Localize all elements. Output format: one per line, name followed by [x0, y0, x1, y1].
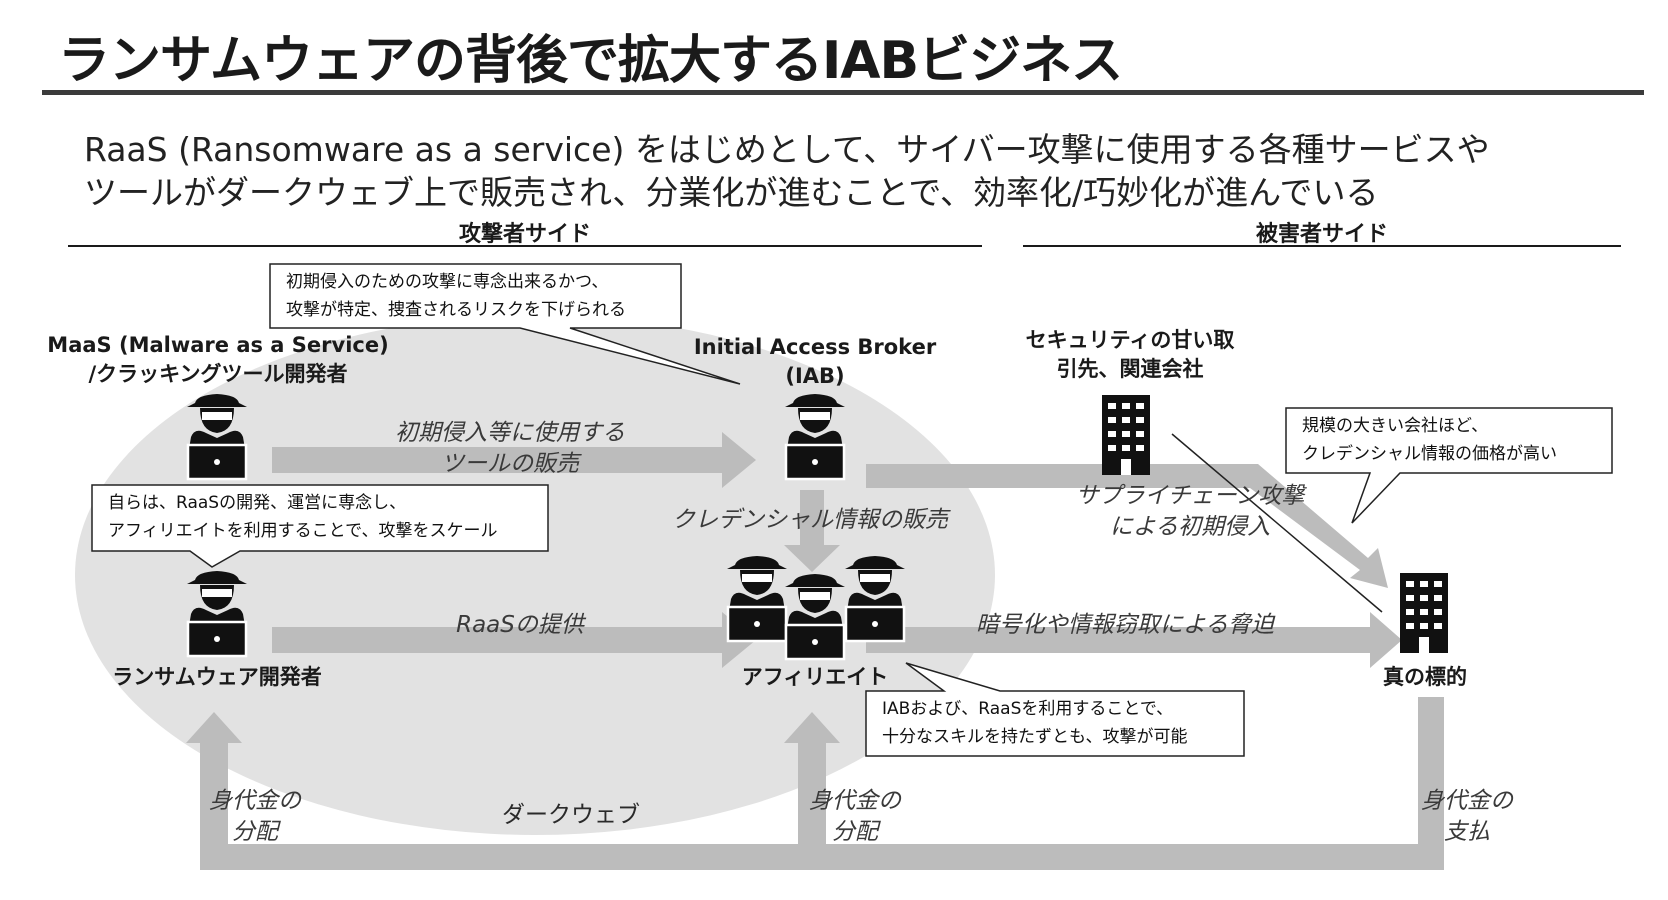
title-divider [42, 90, 1644, 95]
flow-dist-mid-line-1: 身代金の [809, 788, 901, 814]
node-target: 真の標的 [1383, 665, 1467, 689]
arrow-tool-sale [272, 432, 756, 488]
node-maas-line-1: MaaS (Malware as a Service) [47, 333, 389, 357]
page-title: ランサムウェアの背後で拡大するIABビジネス [58, 31, 1123, 91]
darkweb-label: ダークウェブ [502, 802, 640, 828]
node-maas-line-2: /クラッキングツール開発者 [88, 362, 348, 386]
flow-dist-left-line-2: 分配 [232, 819, 278, 845]
callout-shapes [91, 263, 1613, 757]
section-victim: 被害者サイド [1255, 222, 1388, 247]
office-building-icon [1400, 573, 1448, 653]
callout-iab-box [269, 263, 741, 385]
flow-credential-sale: クレデンシャル情報の販売 [672, 507, 948, 533]
flow-supply-chain-line-1: サプライチェーン攻撃 [1075, 483, 1305, 509]
node-iab-line-1: Initial Access Broker [693, 335, 937, 359]
subtitle-line-2: ツールがダークウェブ上で販売され、分業化が進むことで、効率化/巧妙化が進んでいる [84, 173, 1379, 212]
flow-tool-sale-line-2: ツールの販売 [441, 451, 579, 477]
node-supplier-line-1: セキュリティの甘い取 [1025, 328, 1235, 352]
callout-raas-line-2: アフィリエイトを利用することで、攻撃をスケール [108, 521, 498, 541]
flow-payment-line-1: 身代金の [1421, 788, 1513, 814]
flow-tool-sale-line-1: 初期侵入等に使用する [395, 420, 625, 446]
supplier-target-line [1171, 433, 1383, 613]
section-victim-rule [1023, 245, 1621, 247]
callout-iab-line-2: 攻撃が特定、捜査されるリスクを下げられる [286, 300, 626, 320]
node-ransom-dev: ランサムウェア開発者 [112, 665, 322, 689]
office-building-icon [1102, 395, 1150, 475]
callout-target-line-1: 規模の大きい会社ほど、 [1302, 416, 1489, 436]
callout-target-box [1285, 407, 1613, 524]
node-supplier-line-2: 引先、関連会社 [1056, 357, 1204, 381]
arrow-raas [272, 612, 756, 668]
flow-payment-line-2: 支払 [1444, 819, 1490, 845]
callout-raas-box [91, 484, 549, 568]
flow-dist-mid-line-2: 分配 [832, 819, 878, 845]
section-attacker-rule [68, 245, 982, 247]
subtitle-line-1: RaaS (Ransomware as a service) をはじめとして、サ… [84, 130, 1490, 169]
node-affiliate: アフィリエイト [741, 665, 889, 689]
callout-affiliate-box [865, 662, 1245, 757]
flow-dist-left-line-1: 身代金の [209, 788, 301, 814]
flow-raas: RaaSの提供 [456, 612, 584, 638]
darkweb-ellipse [75, 315, 995, 835]
callout-iab-line-1: 初期侵入のための攻撃に専念出来るかつ、 [286, 272, 609, 292]
callout-affiliate-line-1: IABおよび、RaaSを利用することで、 [882, 699, 1174, 719]
arrow-supply-chain [866, 464, 1388, 588]
arrow-payment-loop [186, 697, 1444, 870]
flow-arrows [186, 432, 1444, 870]
node-iab-line-2: (IAB) [785, 364, 845, 388]
callout-raas-line-1: 自らは、RaaSの開発、運営に専念し、 [108, 493, 407, 513]
section-attacker: 攻撃者サイド [458, 222, 591, 247]
callout-affiliate-line-2: 十分なスキルを持たずとも、攻撃が可能 [882, 727, 1188, 747]
arrow-credential [784, 490, 840, 572]
flow-extortion: 暗号化や情報窃取による脅迫 [975, 612, 1275, 638]
arrow-extortion [866, 612, 1402, 668]
callout-target-line-2: クレデンシャル情報の価格が高い [1302, 444, 1557, 464]
flow-supply-chain-line-2: による初期侵入 [1109, 514, 1271, 540]
